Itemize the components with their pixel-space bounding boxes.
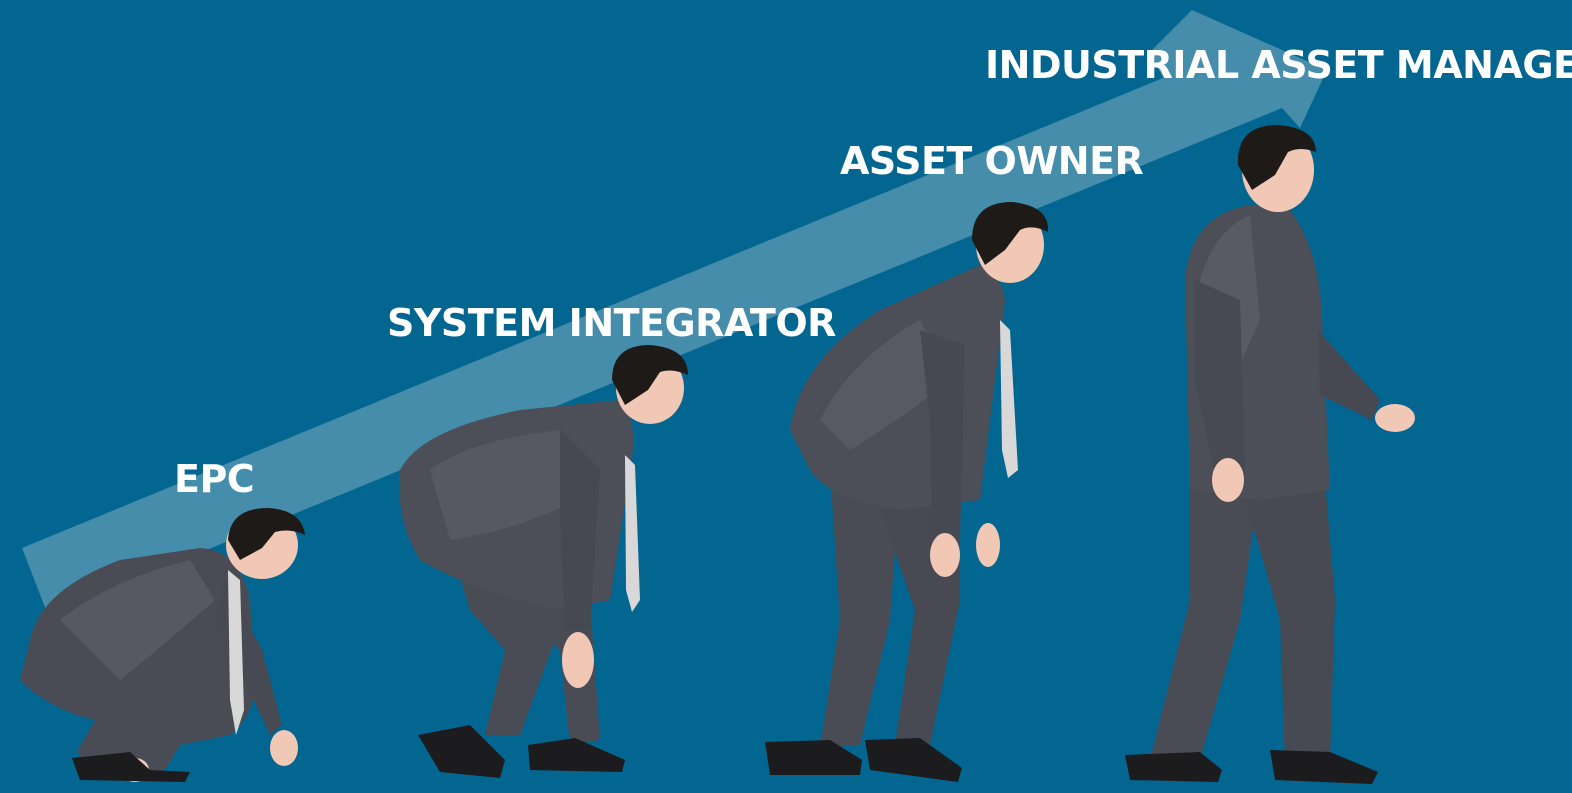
upright-businessman-figure xyxy=(1125,125,1415,784)
stooped-businessman-figure xyxy=(399,345,688,778)
stage-label-epc: EPC xyxy=(174,457,255,501)
stage-label-asset-owner: ASSET OWNER xyxy=(840,139,1144,183)
stage-label-industrial-asset-manager: INDUSTRIAL ASSET MANAGER xyxy=(985,43,1572,87)
stage-label-system-integrator: SYSTEM INTEGRATOR xyxy=(387,301,836,345)
leaning-businessman-figure xyxy=(765,202,1049,782)
progress-arrow xyxy=(22,10,1327,615)
crouching-businessman-figure xyxy=(20,508,305,782)
